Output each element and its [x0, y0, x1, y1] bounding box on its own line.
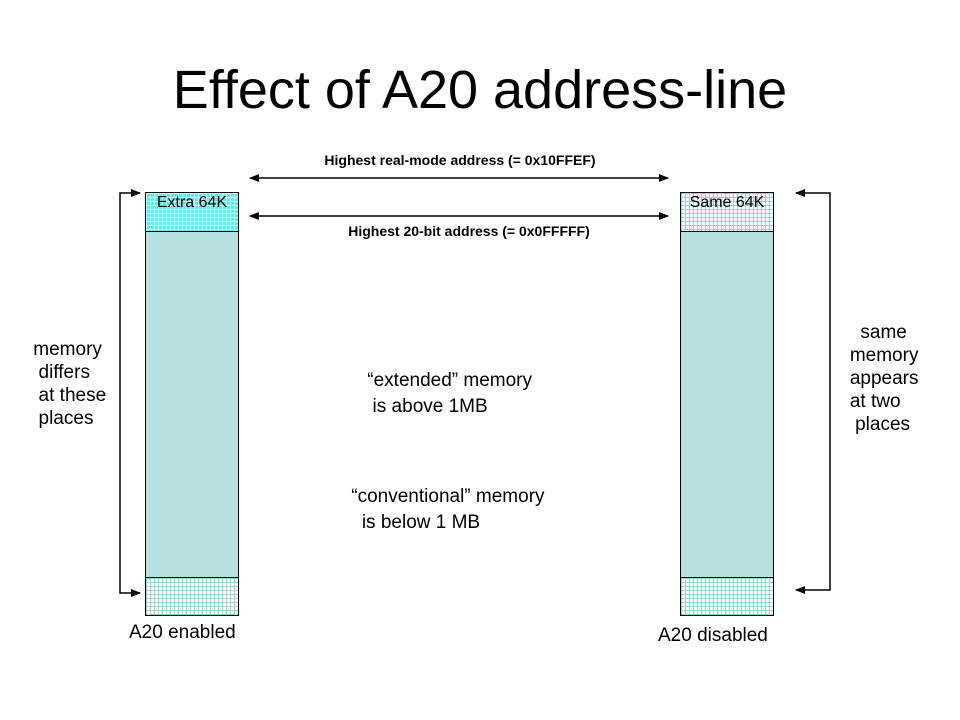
real-mode-address-label: Highest real-mode address (= 0x10FFEF) [324, 152, 596, 168]
memory-differs-note: memory differs at these places [33, 339, 107, 429]
left-bracket-arrow [119, 189, 141, 597]
right-bracket-arrow [795, 189, 831, 594]
low-64k-band-left [146, 577, 238, 615]
same-64k-label: Same 64K [689, 194, 765, 211]
extended-memory-note: “extended” memory is above 1MB [367, 370, 533, 417]
same-memory-note: same memory appears at two places [849, 322, 919, 435]
extra-64k-label: Extra 64K [156, 194, 228, 211]
a20-enabled-caption: A20 enabled [129, 622, 236, 643]
memory-column-a20-disabled: Same 64K [680, 192, 774, 616]
same-64k-band: Same 64K [681, 193, 773, 232]
twenty-bit-address-label: Highest 20-bit address (= 0x0FFFFF) [348, 223, 590, 239]
low-64k-band-right [681, 577, 773, 615]
extra-64k-band: Extra 64K [146, 193, 238, 232]
memory-column-a20-enabled: Extra 64K [145, 192, 239, 616]
conventional-memory-note: “conventional” memory is below 1 MB [351, 486, 545, 533]
a20-disabled-caption: A20 disabled [658, 625, 768, 646]
slide-title: Effect of A20 address-line [172, 60, 788, 120]
